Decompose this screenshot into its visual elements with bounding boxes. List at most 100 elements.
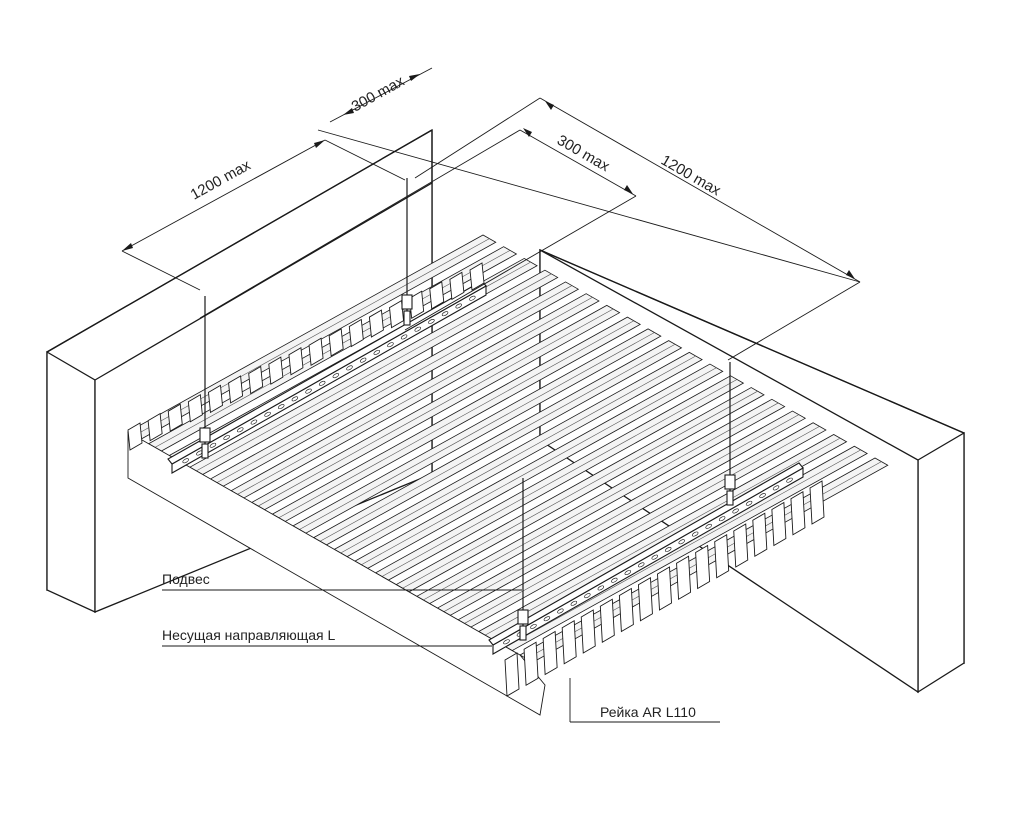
slat-end-front bbox=[542, 630, 558, 676]
slat-end-front bbox=[714, 533, 730, 579]
slat-groove bbox=[196, 273, 552, 472]
rail-hole bbox=[664, 546, 672, 552]
dim-300-right: 300 max bbox=[554, 132, 613, 176]
dim-1200-right: 1200 max bbox=[658, 152, 724, 200]
rail-hole bbox=[414, 326, 421, 332]
rail-hole bbox=[678, 539, 685, 545]
rail-hole bbox=[570, 600, 578, 606]
rail-hole bbox=[318, 380, 326, 386]
rail-hole bbox=[455, 303, 462, 309]
rail-hole bbox=[346, 365, 353, 371]
slat-groove bbox=[216, 285, 573, 483]
slat-end-front bbox=[561, 619, 577, 665]
slat-profiles bbox=[127, 262, 825, 697]
label-hanger: Подвес bbox=[162, 571, 210, 587]
slat-end-back bbox=[207, 384, 223, 414]
slat-end-back bbox=[409, 290, 425, 319]
label-carrier-rail: Несущая направляющая L bbox=[162, 627, 335, 643]
slat-end-front bbox=[637, 576, 653, 622]
slat-end-back bbox=[228, 375, 244, 404]
hanger-front-right bbox=[517, 478, 529, 641]
rail-hole bbox=[611, 577, 618, 583]
rail-hole bbox=[786, 477, 793, 483]
slat-end-front bbox=[599, 598, 615, 644]
slat-end-back bbox=[429, 281, 445, 310]
hanger-clip bbox=[517, 609, 529, 625]
rail-hole bbox=[182, 458, 189, 464]
rail-hole bbox=[469, 295, 476, 301]
slat-groove bbox=[278, 320, 634, 519]
slat-end-back bbox=[268, 356, 284, 385]
slat-groove bbox=[464, 426, 820, 624]
rail-hole bbox=[400, 334, 408, 340]
rail-hole bbox=[584, 593, 591, 599]
hanger-back-right bbox=[724, 362, 736, 506]
rail-hole bbox=[543, 616, 551, 622]
slat-end-front bbox=[790, 490, 806, 536]
rail-hole bbox=[223, 435, 230, 441]
slat-groove bbox=[258, 308, 614, 507]
rail-hole bbox=[732, 508, 739, 514]
rail-hole bbox=[624, 570, 632, 576]
rail-top bbox=[488, 462, 804, 646]
slat-end-front bbox=[580, 609, 596, 654]
hanger-front-left bbox=[199, 296, 211, 459]
rail-hole bbox=[441, 311, 449, 317]
slat-end-front bbox=[523, 641, 539, 687]
slat-groove bbox=[237, 297, 593, 495]
rail-hole bbox=[428, 318, 435, 324]
hanger-clip bbox=[401, 294, 413, 310]
hanger-bracket bbox=[403, 310, 411, 326]
rail-hole bbox=[277, 404, 285, 410]
rail-hole bbox=[387, 342, 394, 348]
carrier-rails bbox=[167, 280, 804, 655]
rail-hole bbox=[772, 485, 780, 491]
rail-hole bbox=[305, 388, 312, 394]
slat-end-front bbox=[809, 480, 825, 525]
slat-end-back bbox=[469, 262, 485, 291]
slat-front-skirt bbox=[127, 431, 546, 716]
rail-hole bbox=[373, 349, 381, 355]
hanger-back-left bbox=[401, 178, 413, 326]
slat-groove bbox=[319, 343, 676, 542]
hanger-bracket bbox=[201, 443, 209, 459]
slat-groove bbox=[402, 390, 758, 589]
rail-hole bbox=[705, 523, 712, 529]
slat-end-front bbox=[657, 566, 672, 611]
label-slat: Рейка AR L110 bbox=[600, 704, 696, 720]
rail-hole bbox=[651, 554, 658, 560]
slat-end-front bbox=[771, 501, 787, 547]
label-leaders bbox=[162, 589, 720, 723]
slat-end-front bbox=[504, 652, 520, 697]
rail-hole bbox=[237, 427, 244, 433]
rail-hole bbox=[503, 639, 510, 645]
slat-groove bbox=[340, 355, 696, 554]
rail-hole bbox=[557, 608, 564, 614]
rail-hole bbox=[359, 357, 367, 363]
rail-hole bbox=[332, 373, 340, 379]
rail-hole bbox=[691, 531, 699, 537]
slat-end-back bbox=[368, 309, 384, 338]
hanger-bracket bbox=[519, 625, 527, 641]
hanger-bracket bbox=[726, 490, 734, 506]
rail-hole bbox=[718, 516, 726, 522]
rail-hole bbox=[759, 493, 766, 499]
slat-end-back bbox=[167, 403, 183, 432]
rail-hole bbox=[250, 419, 258, 425]
dimension-lines bbox=[121, 67, 861, 361]
dim-300-top: 300 max bbox=[349, 72, 408, 115]
hangers bbox=[199, 178, 736, 641]
slat-end-back bbox=[449, 271, 465, 301]
rail-hole bbox=[209, 442, 217, 448]
slat-end-back bbox=[288, 346, 304, 376]
rail-hole bbox=[745, 500, 753, 506]
slat-end-back bbox=[187, 394, 203, 423]
rail-hole bbox=[530, 623, 537, 629]
slat-groove bbox=[505, 449, 861, 648]
slat-groove bbox=[361, 367, 717, 566]
slat-end-back bbox=[248, 365, 264, 395]
hanger-clip bbox=[724, 474, 736, 490]
slat-groove bbox=[299, 332, 655, 530]
